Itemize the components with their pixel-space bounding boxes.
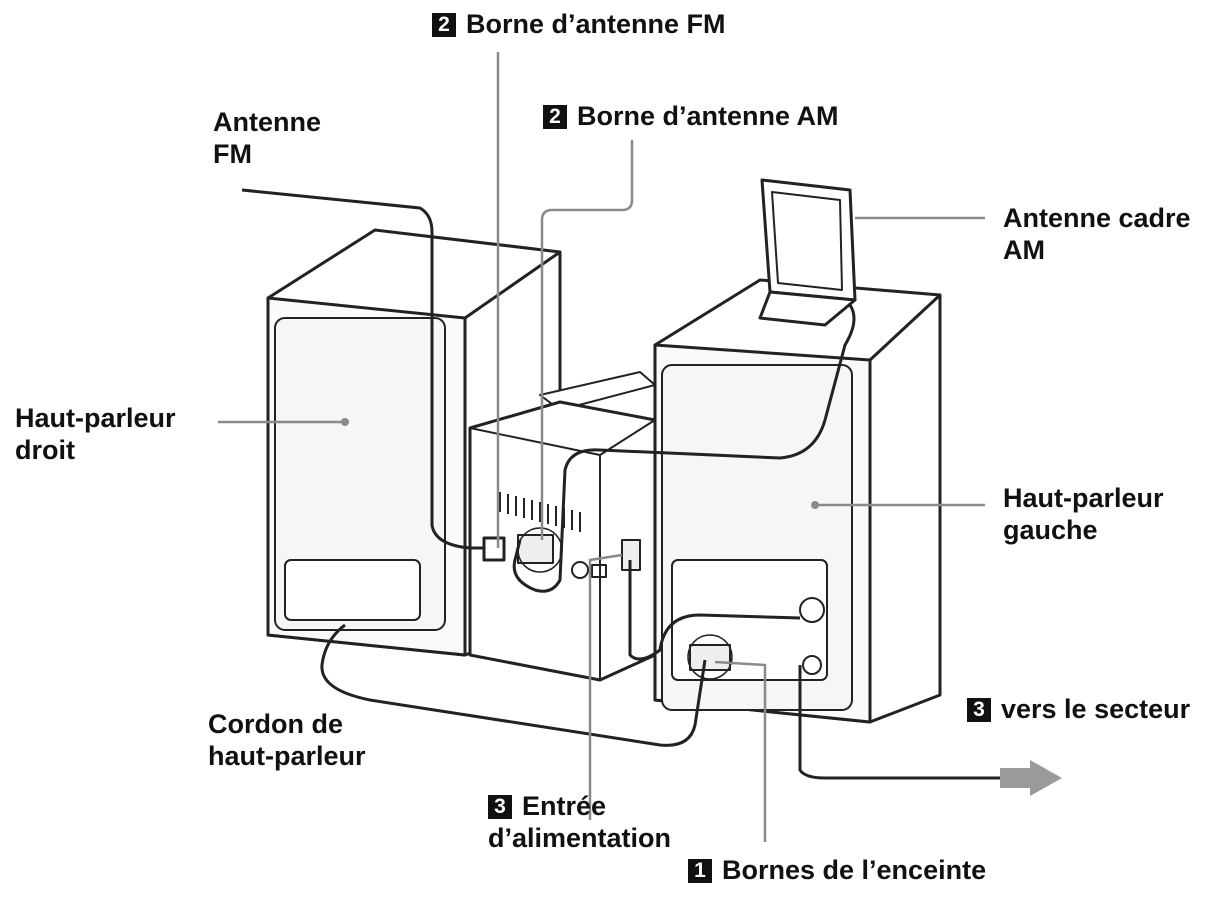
label-mains: 3 vers le secteur xyxy=(967,693,1190,725)
label-line: Entrée xyxy=(522,791,607,821)
label-line: gauche xyxy=(1003,515,1098,545)
step-badge: 2 xyxy=(432,13,456,37)
label-text: Bornes de l’enceinte xyxy=(722,855,987,885)
label-line: d’alimentation xyxy=(488,823,672,853)
step-badge: 3 xyxy=(967,698,991,722)
label-fm-terminal: 2 Borne d’antenne FM xyxy=(432,8,726,40)
label-text: Borne d’antenne FM xyxy=(466,9,726,39)
label-line: Cordon de xyxy=(208,709,343,739)
mains-arrow xyxy=(1000,760,1062,796)
leader-lines xyxy=(218,52,985,842)
label-line: droit xyxy=(15,435,75,465)
label-line: haut-parleur xyxy=(208,741,366,771)
label-speaker-cord: Cordon de haut-parleur xyxy=(208,708,366,772)
label-line: Antenne cadre xyxy=(1003,203,1191,233)
label-am-terminal: 2 Borne d’antenne AM xyxy=(543,100,839,132)
label-right-speaker: Haut-parleur droit xyxy=(15,402,176,466)
label-line: AM xyxy=(1003,235,1045,265)
label-line: Antenne xyxy=(213,107,321,137)
left-speaker-cabinet xyxy=(653,278,942,724)
step-badge: 2 xyxy=(543,105,567,129)
label-text: Borne d’antenne AM xyxy=(577,101,839,131)
label-speaker-terminals: 1 Bornes de l’enceinte xyxy=(688,854,986,886)
label-line: FM xyxy=(213,139,252,169)
label-line: Haut-parleur xyxy=(1003,483,1164,513)
step-badge: 3 xyxy=(488,795,512,819)
label-am-loop-antenna: Antenne cadre AM xyxy=(1003,202,1191,266)
right-speaker-cabinet xyxy=(266,228,562,657)
label-power-input: 3 Entrée d’alimentation xyxy=(488,790,671,854)
label-text: vers le secteur xyxy=(1001,694,1191,724)
cables xyxy=(241,188,1000,780)
label-fm-antenna: Antenne FM xyxy=(213,106,321,170)
label-line: Haut-parleur xyxy=(15,403,176,433)
label-left-speaker: Haut-parleur gauche xyxy=(1003,482,1164,546)
step-badge: 1 xyxy=(688,859,712,883)
am-loop-antenna xyxy=(758,178,857,327)
